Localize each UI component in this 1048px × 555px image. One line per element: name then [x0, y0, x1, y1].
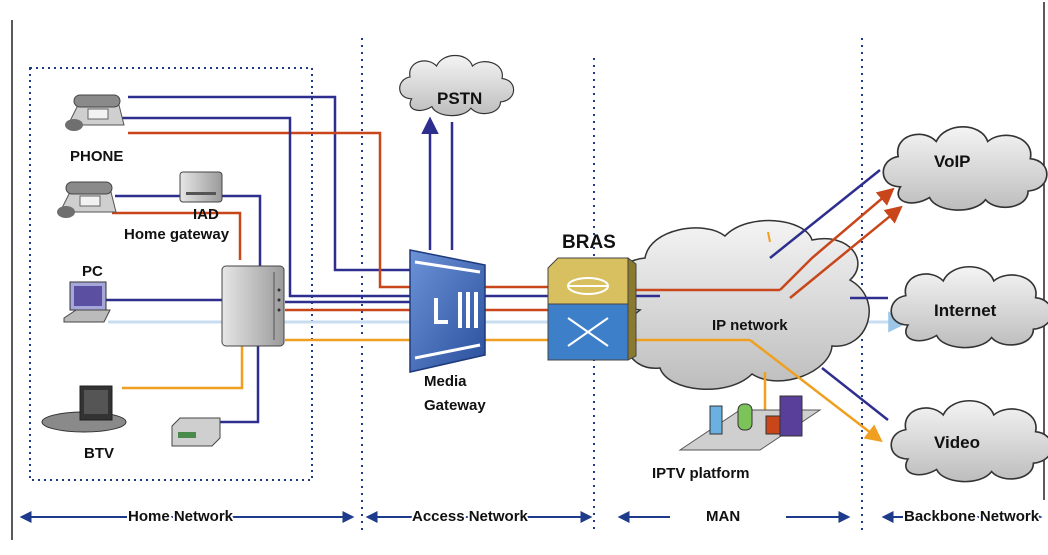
home-gateway-label: Home gateway: [124, 226, 230, 243]
video-label: Video: [934, 433, 980, 452]
iptv-platform-label: IPTV platform: [652, 465, 750, 482]
access-network-label: Access Network: [412, 508, 529, 525]
home-network-label: Home Network: [128, 508, 234, 525]
to-voip-red1: [779, 187, 895, 291]
to-video-orange: [749, 339, 883, 443]
to-voip-red2: [789, 205, 903, 299]
media-gateway-label-2: Gateway: [424, 397, 486, 414]
ip-network-label: IP network: [712, 317, 788, 334]
to-video-blue: [821, 367, 889, 421]
iad-line-blue: [122, 116, 410, 298]
phone-label: PHONE: [70, 148, 123, 165]
home-network-box: [29, 67, 313, 481]
ip-network-cloud: [613, 219, 870, 391]
phone-line-blue: [128, 95, 410, 272]
phone2-icon: [57, 181, 117, 218]
to-voip-blue: [769, 169, 881, 259]
pc-label: PC: [82, 263, 103, 280]
btv-label: BTV: [84, 445, 114, 462]
man-label: MAN: [706, 508, 740, 525]
iad-label: IAD: [193, 206, 219, 223]
bras-label: BRAS: [562, 232, 616, 253]
backbone-network-label: Backbone Network: [904, 508, 1040, 525]
set-top-box-icon: [171, 417, 221, 447]
phone2-line-red: [112, 211, 242, 260]
phone-icon: [65, 94, 125, 131]
pstn-label: PSTN: [437, 89, 482, 108]
media-gateway-label-1: Media: [424, 373, 467, 390]
iad-right-blue: [222, 194, 262, 282]
btv-icon: [41, 385, 127, 433]
btv-line-orange: [122, 340, 244, 390]
media-gateway-icon: [409, 249, 486, 373]
home-gateway-icon: [221, 265, 285, 347]
iad-icon: [179, 171, 223, 203]
iptv-link-red: [767, 231, 771, 243]
bras-icon: [547, 257, 637, 361]
voip-label: VoIP: [934, 152, 971, 171]
iptv-platform-icon: [678, 395, 822, 451]
internet-label: Internet: [934, 301, 997, 320]
pc-icon: [63, 281, 111, 323]
phone-line-red: [128, 131, 410, 289]
stb-line-blue: [220, 340, 260, 424]
